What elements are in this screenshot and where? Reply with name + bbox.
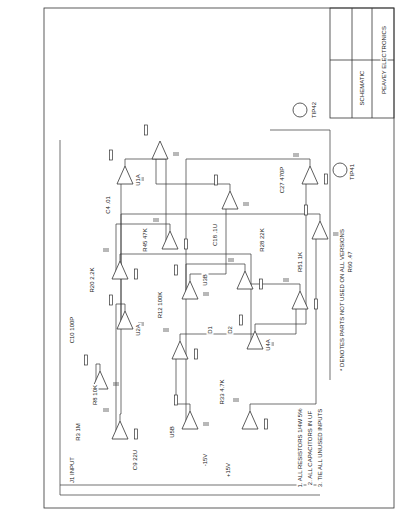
note-text: * DENOTES PARTS NOT USED ON ALL VERSIONS xyxy=(339,228,346,372)
resistor-symbol xyxy=(135,429,138,439)
opamp-symbol xyxy=(117,311,133,329)
sheet-border xyxy=(44,8,394,508)
resistor-symbol xyxy=(265,419,268,429)
part-label: R3 1M xyxy=(75,422,82,442)
part-label: R60 .47 xyxy=(347,250,354,273)
wire xyxy=(180,309,296,341)
part-label: +15V xyxy=(225,462,232,478)
capacitor-symbol xyxy=(203,293,209,295)
part-label: R45 47K xyxy=(142,227,149,252)
capacitor-symbol xyxy=(103,409,109,411)
part-label: D2 xyxy=(227,325,234,335)
resistor-symbol xyxy=(145,125,148,135)
opamp-symbol xyxy=(152,141,168,159)
part-label: U5B xyxy=(169,425,176,439)
opamp-symbol xyxy=(237,271,253,289)
opamp-symbol xyxy=(182,411,198,429)
capacitor-symbol xyxy=(153,219,159,221)
capacitor-symbol xyxy=(293,154,299,156)
part-label: TIP41 xyxy=(349,163,356,181)
wire xyxy=(270,130,330,140)
note-text: SCHEMATIC xyxy=(359,70,366,107)
opamp-symbol xyxy=(312,221,328,239)
part-label: R28 22K xyxy=(259,227,266,252)
resistor-symbol xyxy=(195,349,198,359)
opamp-symbol xyxy=(117,166,133,184)
part-label: C18 .1U xyxy=(212,223,219,247)
title-block xyxy=(330,8,394,118)
resistor-symbol xyxy=(135,269,138,279)
wire xyxy=(60,485,320,486)
opamp-symbol xyxy=(222,191,238,209)
resistor-symbol xyxy=(240,315,243,325)
part-label: J1 INPUT xyxy=(69,456,76,484)
capacitor-symbol xyxy=(113,383,119,385)
transistor-symbol xyxy=(333,163,347,177)
part-label: -15V xyxy=(202,453,209,468)
resistor-symbol xyxy=(110,150,113,160)
opamp-symbol xyxy=(172,341,188,359)
note-text: 2. ALL CAPACITORS IN UF xyxy=(307,410,314,486)
part-label: R33 4.7K xyxy=(219,378,226,405)
capacitor-symbol xyxy=(173,153,179,155)
wire xyxy=(190,209,226,281)
part-label: R20 2.2K xyxy=(89,266,96,293)
wire xyxy=(120,254,251,349)
wire xyxy=(60,140,61,495)
part-label: R8 10K xyxy=(92,384,99,406)
note-text: PEAVEY ELECTRONICS xyxy=(381,25,388,95)
opamp-symbol xyxy=(302,166,318,184)
part-label: R12 100K xyxy=(157,291,164,320)
note-text: 3. TIE ALL UNUSED INPUTS xyxy=(317,408,324,488)
resistor-symbol xyxy=(325,174,328,184)
wire xyxy=(60,495,320,496)
capacitor-symbol xyxy=(103,249,109,251)
resistor-symbol xyxy=(175,395,178,405)
resistor-symbol xyxy=(185,239,188,249)
resistor-symbol xyxy=(260,279,263,289)
part-label: U3B xyxy=(202,273,209,287)
part-label: U2A xyxy=(135,323,142,337)
resistor-symbol xyxy=(175,265,178,275)
title-block-rule xyxy=(372,8,373,118)
capacitor-symbol xyxy=(203,423,209,425)
capacitor-symbol xyxy=(228,259,234,261)
wire xyxy=(120,184,121,421)
opamp-symbol xyxy=(242,411,258,429)
wire xyxy=(176,359,190,411)
transistor-symbol xyxy=(293,103,307,117)
part-label: C9 22U xyxy=(132,449,139,471)
opamp-symbol xyxy=(112,421,128,439)
title-block-rule xyxy=(352,8,353,118)
capacitor-symbol xyxy=(243,203,249,205)
opamp-symbol xyxy=(247,331,263,349)
part-label: C27 470P xyxy=(279,166,286,195)
opamp-symbol xyxy=(162,231,178,249)
resistor-symbol xyxy=(305,205,308,215)
part-label: U4A xyxy=(265,338,272,352)
part-label: C4 .01 xyxy=(105,195,112,215)
resistor-symbol xyxy=(315,299,318,309)
capacitor-symbol xyxy=(233,399,239,401)
resistor-symbol xyxy=(85,355,88,365)
part-label: R51 1K xyxy=(297,251,304,273)
wire xyxy=(156,159,230,191)
part-label: U1A xyxy=(135,173,142,187)
part-label: TIP42 xyxy=(311,101,318,119)
opamp-symbol xyxy=(182,281,198,299)
wire xyxy=(186,159,310,429)
resistor-symbol xyxy=(110,295,113,305)
opamp-symbol xyxy=(292,291,308,309)
resistor-symbol xyxy=(215,175,218,185)
wire xyxy=(121,214,320,329)
wire xyxy=(250,239,316,411)
wire xyxy=(330,140,331,380)
capacitor-symbol xyxy=(283,279,289,281)
part-label: C10 100P xyxy=(69,316,76,345)
part-label: D1 xyxy=(207,325,214,335)
opamp-symbol xyxy=(112,261,128,279)
capacitor-symbol xyxy=(163,329,169,331)
note-text: 1. ALL RESISTORS 1/4W 5% xyxy=(297,407,304,488)
